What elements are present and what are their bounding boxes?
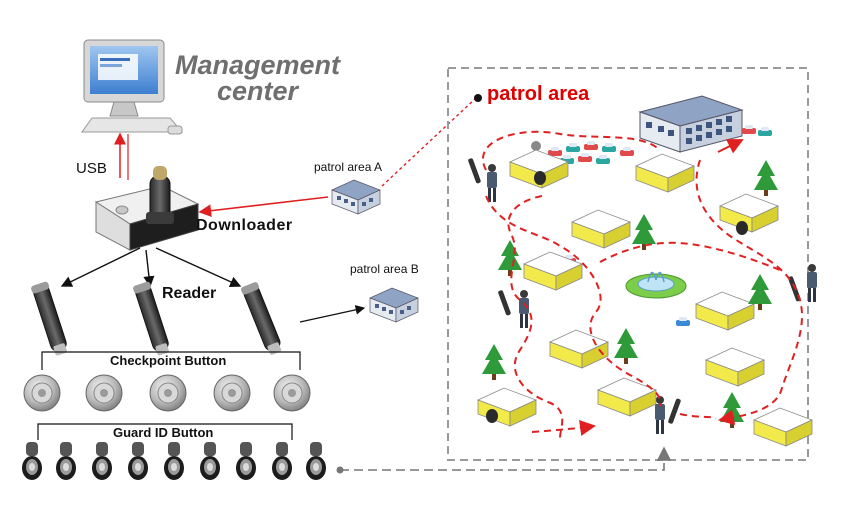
guard-id-bracket [37,423,293,440]
arrow-to-patrol-area-b [299,305,366,323]
return-loop-arrow [340,446,672,471]
reader-arrows [60,247,242,288]
patrol-area-a-label: patrol area A [314,160,383,174]
management-center-label: Management center [175,50,341,106]
guard-id-button-label: Guard ID Button [113,425,214,440]
patrol-area-b-building [369,287,419,323]
checkpoint-bracket [41,351,301,370]
area-a-connector [381,97,477,187]
main-building [638,95,744,153]
route-arrow-top [717,139,744,154]
management-label-line2: center [217,76,299,106]
patrol-area-title: patrol area [487,83,590,105]
arrow-to-downloader [198,196,329,218]
fountain [625,271,687,299]
checkpoint-buttons [23,374,311,412]
computer-icon [81,39,184,135]
reader-device-1 [29,280,71,358]
downloader-label: Downloader [196,217,293,234]
usb-label: USB [76,160,107,177]
checkpoint-button-label: Checkpoint Button [110,353,227,368]
scene-readers [468,158,801,424]
patrol-area-frame [447,67,809,461]
patrol-area-marker [474,94,482,102]
reader-label: Reader [162,285,217,302]
patrol-area-b-label: patrol area B [350,262,419,276]
parking-lot [531,125,772,326]
guard-id-buttons [22,442,326,480]
patrol-route [482,130,803,439]
downloader-device [94,166,200,251]
management-label-line1: Management [175,50,341,80]
patrol-area-a-building [331,179,381,215]
reader-device-3 [239,280,286,358]
